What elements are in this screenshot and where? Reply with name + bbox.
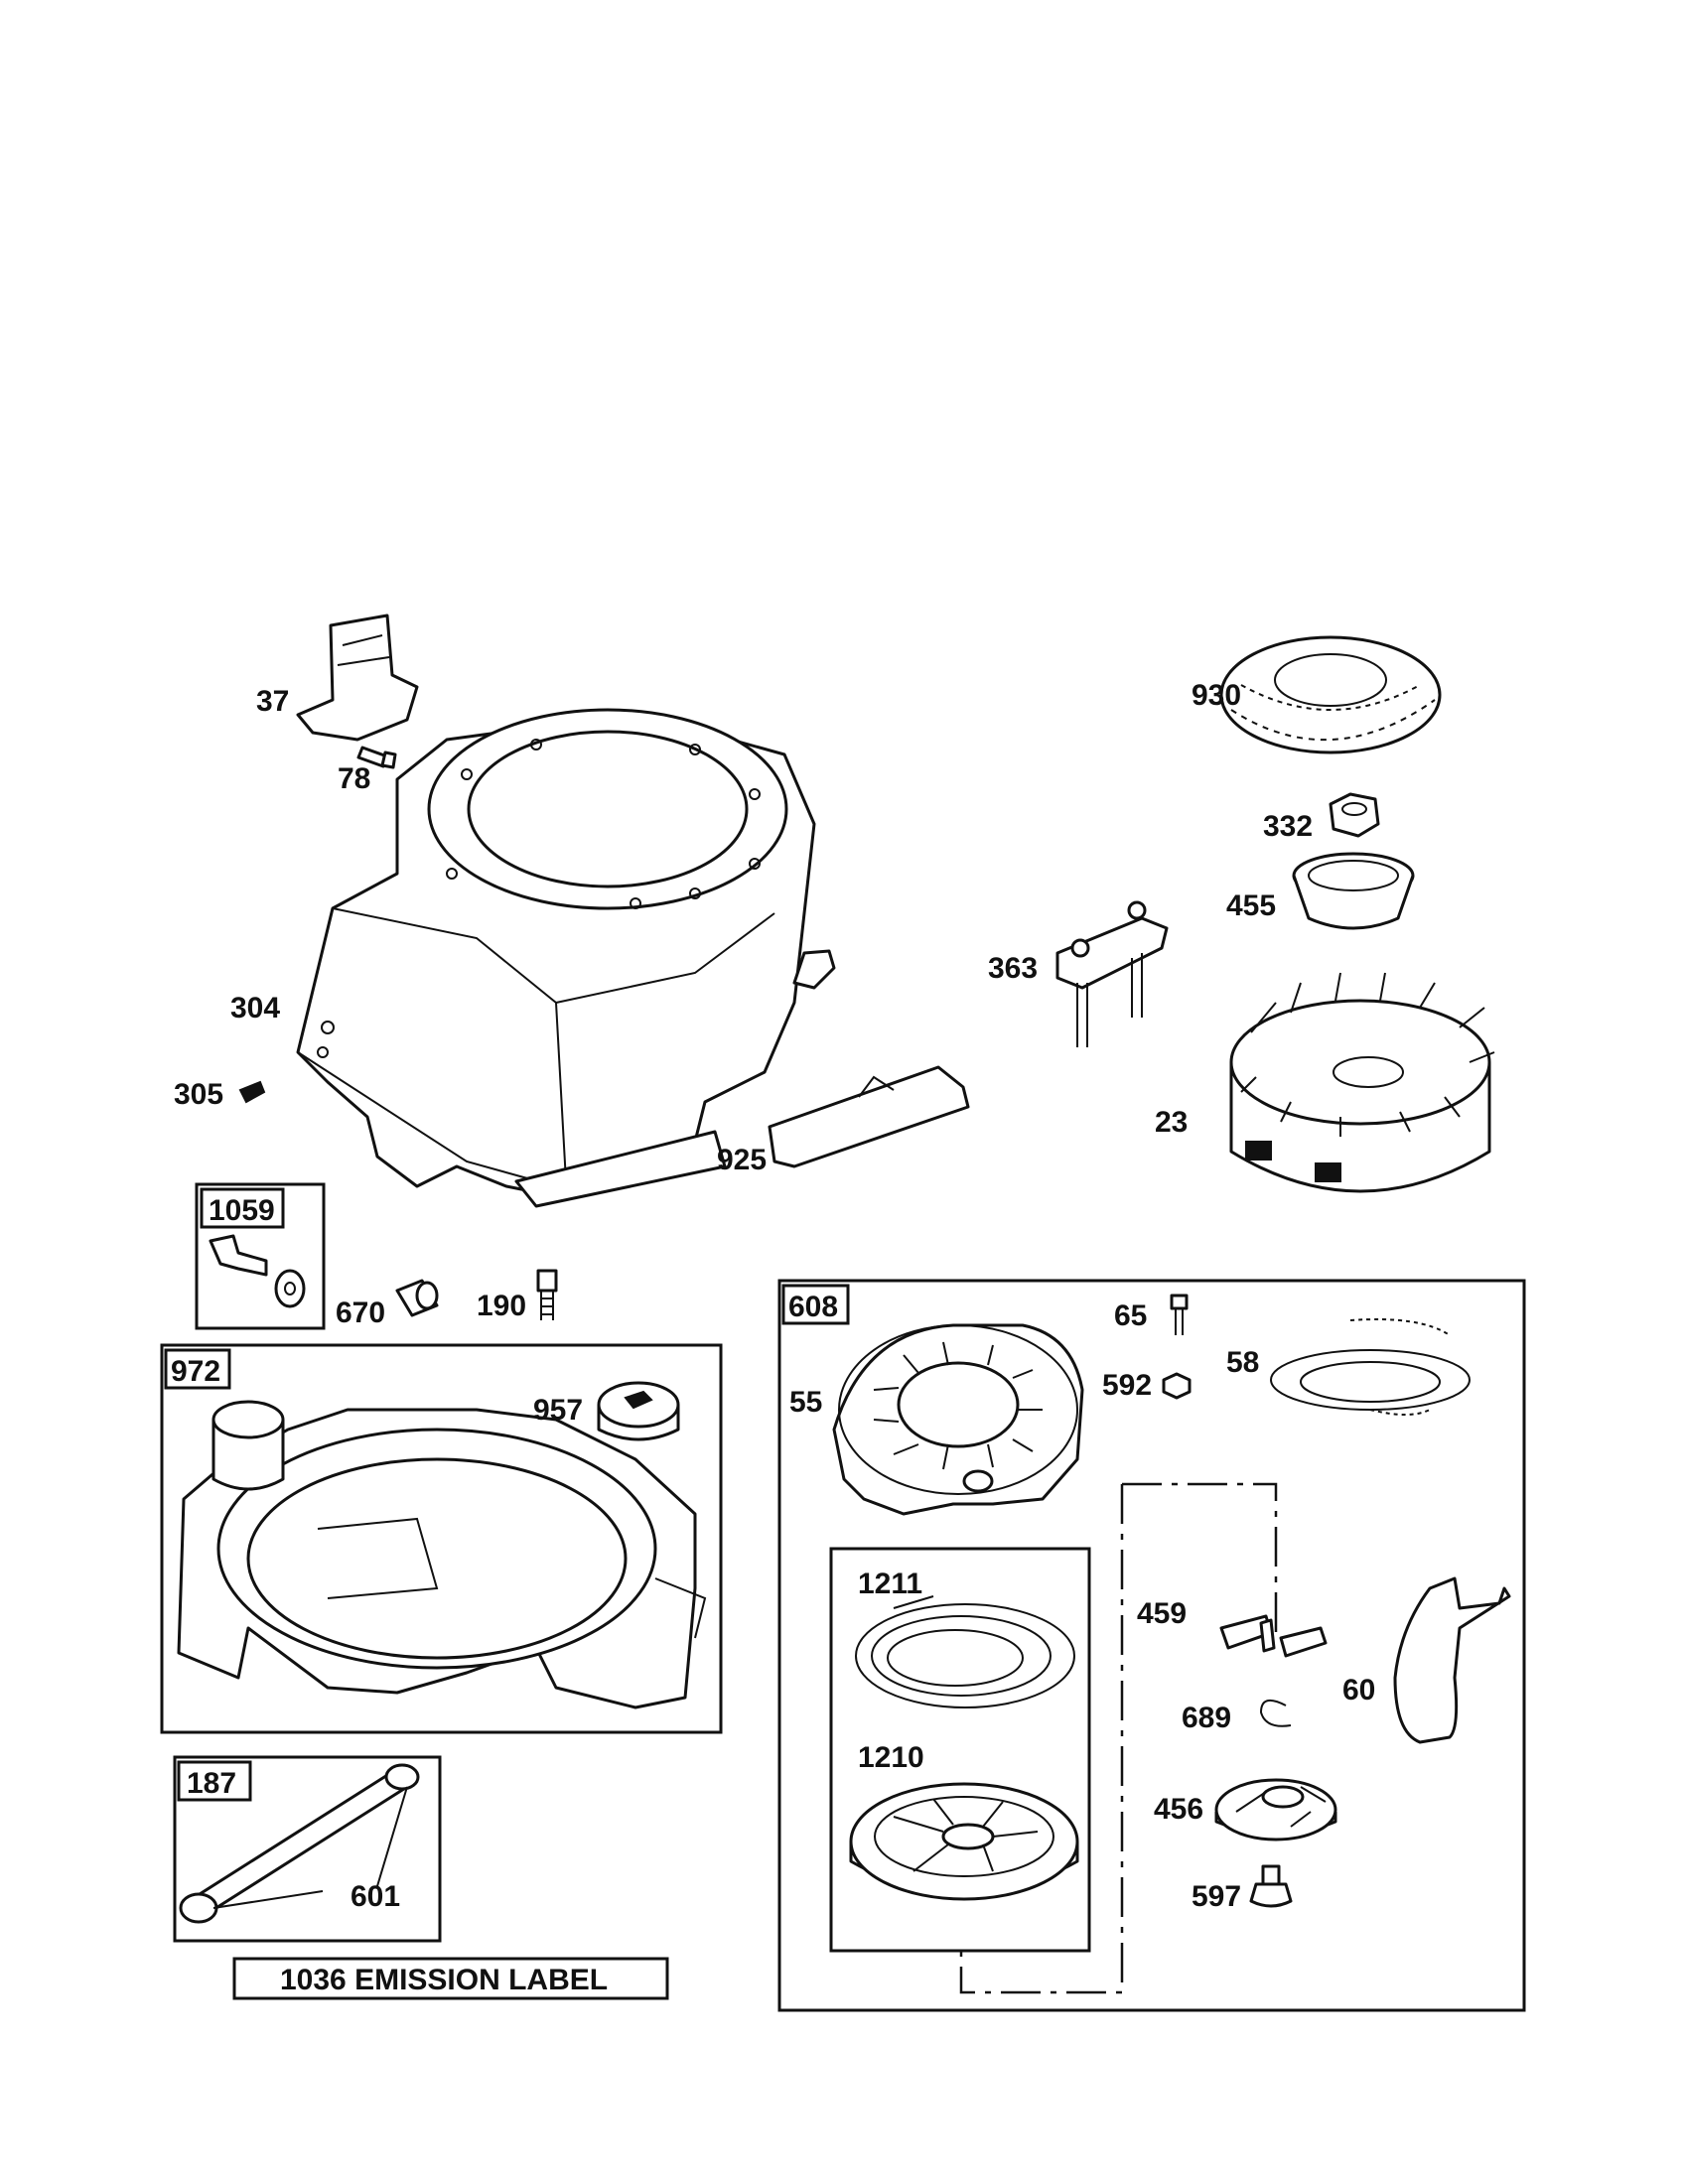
label-55: 55 bbox=[789, 1386, 822, 1419]
pawl-part-459 bbox=[1219, 1614, 1328, 1658]
label-23: 23 bbox=[1155, 1106, 1188, 1139]
label-363: 363 bbox=[988, 952, 1038, 985]
kit-box-608 bbox=[777, 1279, 1526, 2012]
nut-part-592 bbox=[1162, 1372, 1192, 1400]
label-456: 456 bbox=[1154, 1793, 1203, 1826]
label-601: 601 bbox=[351, 1880, 400, 1913]
rotating-screen-part-930 bbox=[1219, 635, 1442, 754]
starter-handle-part-60 bbox=[1393, 1576, 1511, 1744]
label-972: 972 bbox=[171, 1355, 220, 1388]
label-1210: 1210 bbox=[858, 1741, 924, 1774]
label-65: 65 bbox=[1114, 1299, 1147, 1332]
fuel-tank bbox=[177, 1400, 707, 1709]
label-187: 187 bbox=[187, 1767, 236, 1800]
flywheel-part-23 bbox=[1229, 972, 1495, 1193]
label-455: 455 bbox=[1226, 889, 1276, 922]
label-305: 305 bbox=[174, 1078, 223, 1111]
blower-housing-part-304 bbox=[296, 708, 836, 1208]
kit-box-972 bbox=[160, 1343, 723, 1734]
label-689: 689 bbox=[1182, 1702, 1231, 1734]
pulley-part-1210 bbox=[849, 1782, 1079, 1901]
label-332: 332 bbox=[1263, 810, 1313, 843]
kit-box-1059 bbox=[195, 1182, 326, 1330]
label-597: 597 bbox=[1192, 1880, 1241, 1913]
label-670: 670 bbox=[336, 1297, 385, 1329]
screw-part-305 bbox=[238, 1080, 266, 1104]
screw-part-597 bbox=[1249, 1864, 1293, 1908]
guard-part-925 bbox=[768, 1065, 970, 1168]
nut-part-332 bbox=[1329, 792, 1380, 838]
label-37: 37 bbox=[256, 685, 289, 718]
emission-label-box bbox=[232, 1957, 669, 2000]
label-957: 957 bbox=[533, 1394, 583, 1427]
label-78: 78 bbox=[338, 762, 370, 795]
label-304: 304 bbox=[230, 992, 280, 1024]
label-58: 58 bbox=[1226, 1346, 1259, 1379]
screw-part-65 bbox=[1170, 1294, 1189, 1335]
screw-part-78 bbox=[356, 746, 397, 769]
label-459: 459 bbox=[1137, 1597, 1187, 1630]
label-60: 60 bbox=[1342, 1674, 1375, 1706]
retainer-ring-part-689 bbox=[1259, 1699, 1292, 1727]
bracket-part-363 bbox=[1055, 900, 1169, 1047]
emission-label-text: 1036 EMISSION LABEL bbox=[280, 1964, 608, 1996]
label-925: 925 bbox=[717, 1144, 767, 1176]
sub-box-pulley-spring bbox=[829, 1547, 1091, 1953]
label-592: 592 bbox=[1102, 1369, 1152, 1402]
label-1059: 1059 bbox=[209, 1194, 275, 1227]
assembly-leader-line bbox=[959, 1482, 1278, 1994]
label-608: 608 bbox=[788, 1291, 838, 1323]
label-190: 190 bbox=[477, 1290, 526, 1322]
cup-part-455 bbox=[1292, 852, 1415, 930]
label-930: 930 bbox=[1192, 679, 1241, 712]
bushing-part-670 bbox=[395, 1279, 439, 1317]
fuel-cap-part-957 bbox=[597, 1381, 680, 1441]
label-1211: 1211 bbox=[858, 1568, 922, 1600]
screw-part-190 bbox=[536, 1269, 558, 1320]
rewind-spring-part-1211 bbox=[855, 1595, 1075, 1708]
cam-part-456 bbox=[1214, 1778, 1337, 1842]
starter-housing-part-55 bbox=[832, 1323, 1084, 1516]
air-guide-part-37 bbox=[296, 614, 419, 742]
spring-part-58 bbox=[1270, 1318, 1471, 1416]
kit-box-187 bbox=[173, 1755, 442, 1943]
